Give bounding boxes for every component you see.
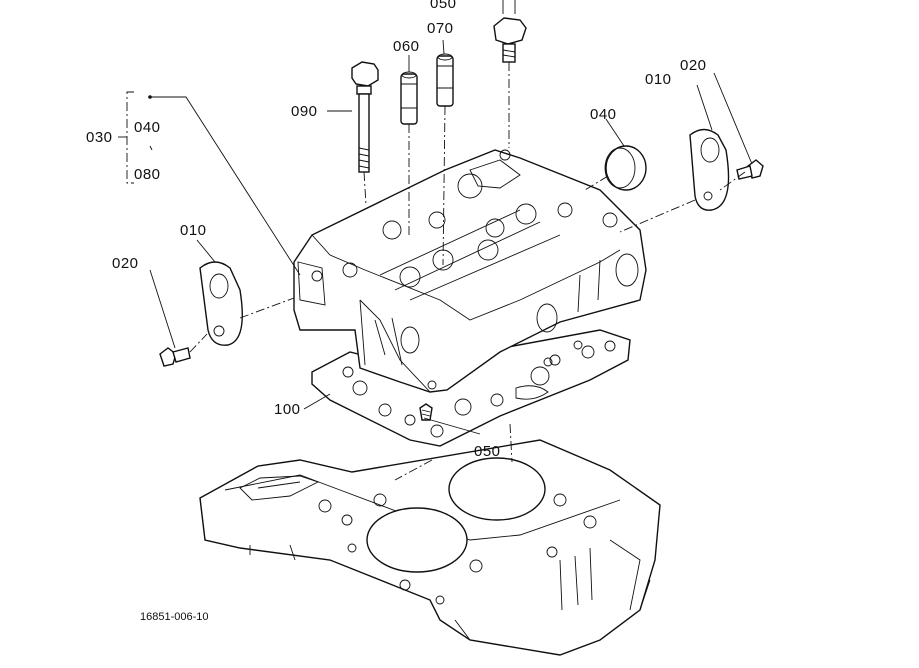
figure-number: 16851-006-10 [140,611,209,623]
head-bolt [351,61,379,173]
engine-block [199,439,661,656]
callout-050: 050 [474,443,501,460]
hook-right [689,128,730,211]
callout-060: 060 [393,38,420,55]
small-bolt [419,403,433,421]
callouts: 050 060 070 090 040 010 020 030 040 080 … [86,0,707,623]
callout-020-left: 020 [112,255,139,272]
callout-010-right: 010 [645,71,672,88]
callout-100: 100 [274,401,301,418]
callout-010-left: 010 [180,222,207,239]
temperature-sensor [493,0,527,63]
callout-050-top: 050 [430,0,457,12]
hook-bolt-left [159,347,191,367]
hook-bolt-right [736,159,764,180]
callout-040-group: 040 [134,119,161,136]
callout-090: 090 [291,103,318,120]
valve-guide-070 [436,53,454,107]
callout-020-right: 020 [680,57,707,74]
leader-lines [118,39,753,481]
sealing-cap [604,145,647,191]
callout-080-group: 080 [134,166,161,183]
hook-left [199,261,243,346]
valve-guide-060 [400,71,418,125]
callout-030: 030 [86,129,113,146]
callout-040-cap: 040 [590,106,617,123]
callout-070: 070 [427,20,454,37]
cylinder-head [293,149,647,393]
